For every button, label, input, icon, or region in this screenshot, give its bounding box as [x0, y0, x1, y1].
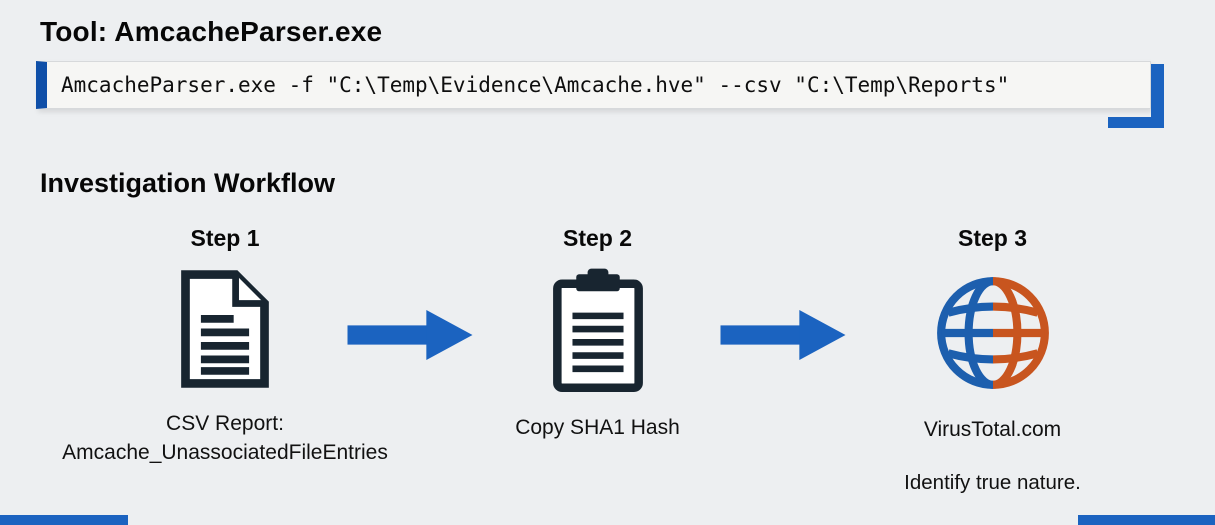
step-1-caption-line2: Amcache_UnassociatedFileEntries: [62, 440, 388, 464]
workflow-step-2: Step 2 Copy SHA1 Hash: [450, 225, 745, 443]
step-2-label: Step 2: [562, 225, 633, 251]
step-3-note: Identify true nature.: [904, 470, 1081, 494]
workflow-heading: Investigation Workflow: [40, 168, 336, 198]
arrow-right-icon: [718, 310, 848, 360]
step-3-caption: VirusTotal.com: [924, 416, 1061, 445]
command-text: AmcacheParser.exe -f "C:\Temp\Evidence\A…: [61, 73, 1010, 97]
command-box: AmcacheParser.exe -f "C:\Temp\Evidence\A…: [36, 61, 1151, 109]
command-box-accent-vertical: [1151, 64, 1164, 128]
command-box-accent-horizontal: [1108, 117, 1152, 128]
document-icon: [172, 266, 278, 392]
step-1-caption: CSV Report: Amcache_UnassociatedFileEntr…: [62, 410, 388, 468]
workflow-step-1: Step 1 CSV Report: Amcache_UnassociatedF…: [20, 225, 430, 468]
step-2-caption-line1: Copy SHA1 Hash: [515, 416, 680, 439]
workflow-step-3: Step 3: [845, 225, 1140, 495]
clipboard-icon: [546, 266, 650, 396]
step-2-caption: Copy SHA1 Hash: [515, 414, 680, 443]
arrow-right-icon: [345, 310, 475, 360]
step-1-caption-line1: CSV Report:: [166, 412, 284, 435]
bottom-accent-right: [1078, 515, 1215, 525]
page-title: Tool: AmcacheParser.exe: [40, 16, 383, 47]
step-3-label: Step 3: [957, 225, 1028, 251]
globe-icon: [932, 272, 1054, 394]
step-3-caption-line1: VirusTotal.com: [923, 418, 1062, 441]
bottom-accent-left: [0, 515, 128, 525]
step-1-label: Step 1: [190, 225, 260, 251]
